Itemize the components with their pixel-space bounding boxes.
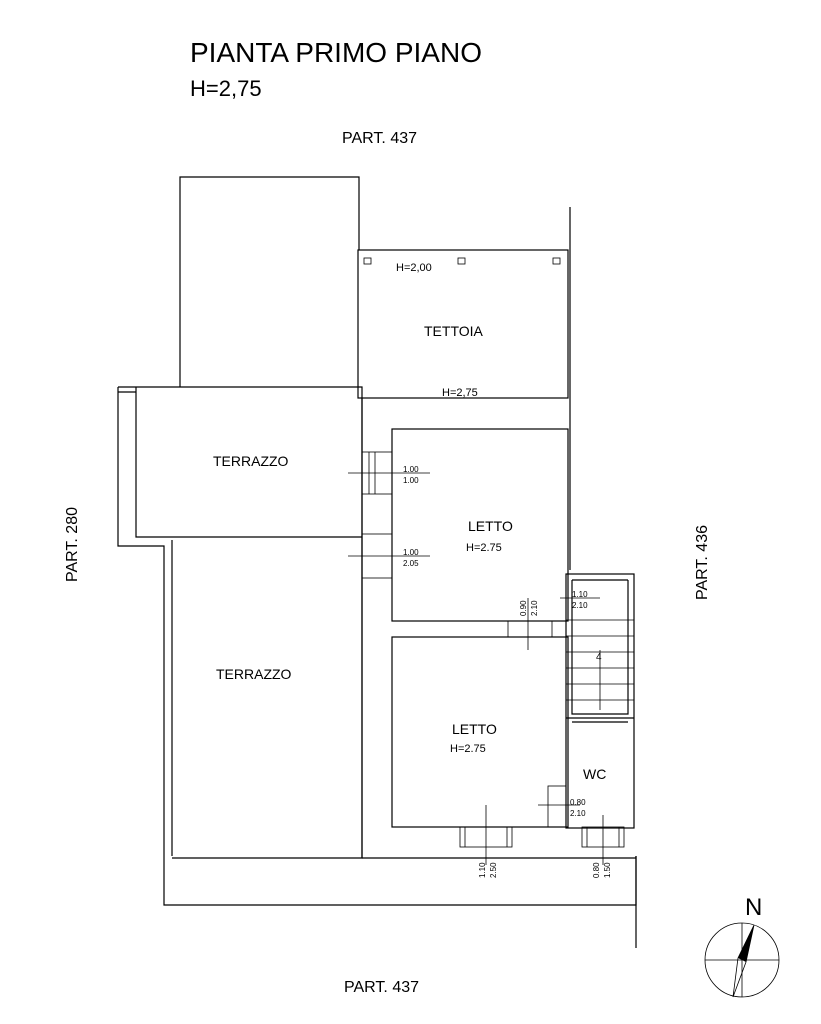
letto-lower-height: H=2.75 [450,743,486,755]
letto-lower-label: LETTO [452,721,497,737]
opening-2-width: 1.00 [403,548,419,557]
opening-3-height: 2.10 [530,600,539,616]
parcel-left-label: PART. 280 [64,507,81,582]
letto-upper-label: LETTO [468,518,513,534]
terrazzo-lower-label: TERRAZZO [216,666,292,682]
plan-title: PIANTA PRIMO PIANO [190,37,482,68]
tettoia-height-bottom: H=2,75 [442,387,478,399]
opening-1-height: 1.00 [403,476,419,485]
opening-7-height: 1.50 [603,862,612,878]
openings [348,451,625,865]
stair-step-label: 4 [596,652,602,663]
opening-5-width: 0.80 [570,798,586,807]
opening-labels: 1.00 1.00 1.00 2.05 0.90 2.10 1.10 2.10 … [403,465,612,878]
north-arrow-icon: N [704,894,780,998]
opening-7-width: 0.80 [592,862,601,878]
parcel-bottom-label: PART. 437 [344,979,419,996]
opening-6-height: 2.50 [489,862,498,878]
terrazzo-upper-label: TERRAZZO [213,453,289,469]
parcel-top-label: PART. 437 [342,130,417,147]
opening-6-width: 1.10 [478,862,487,878]
opening-4-height: 2.10 [572,601,588,610]
north-label: N [745,894,762,921]
opening-1-width: 1.00 [403,465,419,474]
tettoia-height-top: H=2,00 [396,262,432,274]
letto-upper-height: H=2.75 [466,542,502,554]
opening-4-width: 1.10 [572,590,588,599]
staircase: 4 [566,619,634,710]
opening-5-height: 2.10 [570,809,586,818]
opening-3-width: 0.90 [519,600,528,616]
parcel-right-label: PART. 436 [694,525,711,600]
tettoia-label: TETTOIA [424,323,484,339]
plan-height-label: H=2,75 [190,76,262,101]
wc-label: WC [583,766,606,782]
building-walls [117,176,637,948]
opening-2-height: 2.05 [403,559,419,568]
